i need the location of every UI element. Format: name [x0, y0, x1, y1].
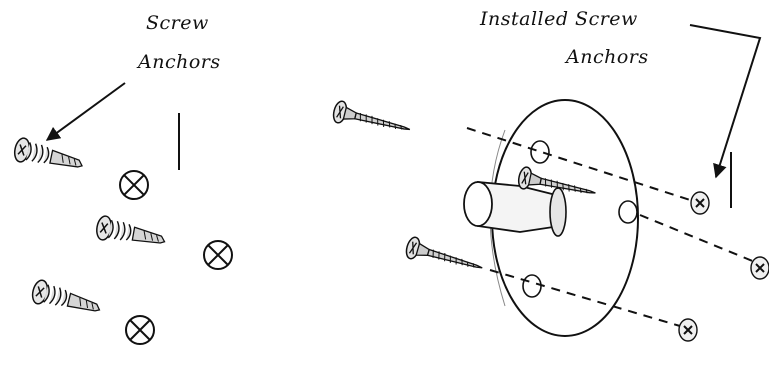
label-installed-screw: Installed Screw	[480, 8, 638, 30]
hook-knob	[463, 181, 493, 227]
screw-anchor-3	[29, 277, 104, 320]
dashed-line-bottom	[489, 269, 681, 327]
plate-hole	[522, 274, 542, 298]
dashed-line-middle	[639, 214, 756, 263]
plate-hole	[530, 140, 550, 164]
label-screw: Screw	[146, 12, 209, 34]
label-installed-anchors: Anchors	[566, 46, 649, 68]
screw-bottom-left	[403, 235, 486, 280]
dashed-line-top	[466, 127, 691, 201]
screw-top-left	[330, 99, 414, 141]
crossed-circle-icon	[119, 170, 149, 200]
label-anchors: Anchors	[138, 51, 221, 73]
screw-anchor-1	[11, 136, 86, 176]
crossed-circle-icon	[203, 240, 233, 270]
crossed-circle-icon	[125, 315, 155, 345]
plate-hole	[618, 200, 638, 224]
installed-anchor-1	[690, 191, 710, 215]
screw-anchor-2	[94, 214, 168, 252]
installed-anchor-3	[678, 318, 698, 342]
installed-anchor-2	[750, 256, 769, 280]
arrow-installed-anchors	[689, 24, 762, 179]
arrow-screw-anchors	[45, 82, 126, 141]
